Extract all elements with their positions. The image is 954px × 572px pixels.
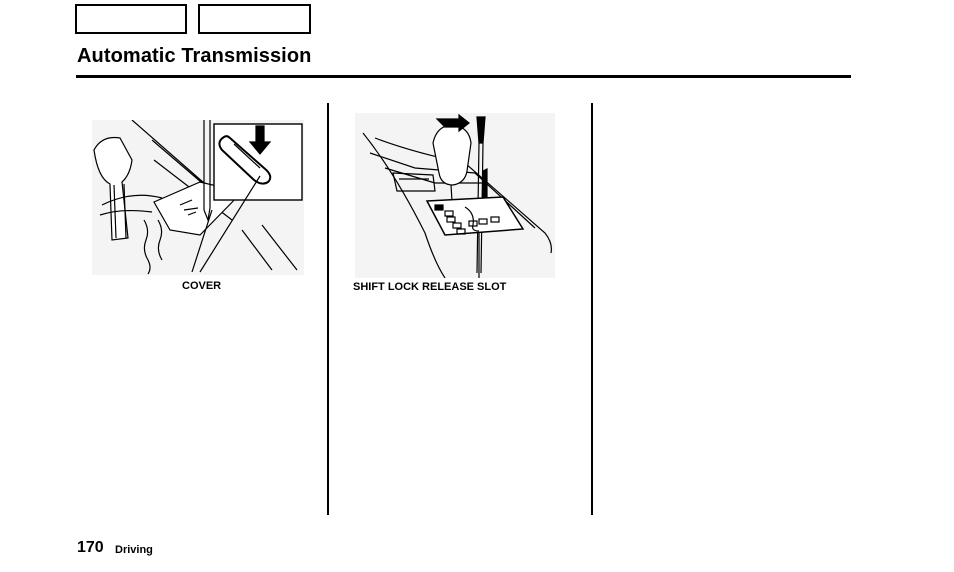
column-divider-right [591, 103, 593, 515]
shift-lock-release-illustration [355, 113, 555, 278]
section-name: Driving [115, 544, 153, 556]
figure-caption-cover: COVER [182, 280, 222, 292]
column-divider-left [327, 103, 329, 515]
page-title: Automatic Transmission [77, 45, 312, 67]
cover-illustration [92, 120, 304, 275]
nav-button-previous[interactable] [75, 4, 187, 34]
page-number: 170 [77, 539, 104, 556]
figure-caption-shift-lock-release-slot: SHIFT LOCK RELEASE SLOT [353, 281, 507, 293]
title-divider [76, 75, 851, 78]
nav-button-next[interactable] [198, 4, 311, 34]
